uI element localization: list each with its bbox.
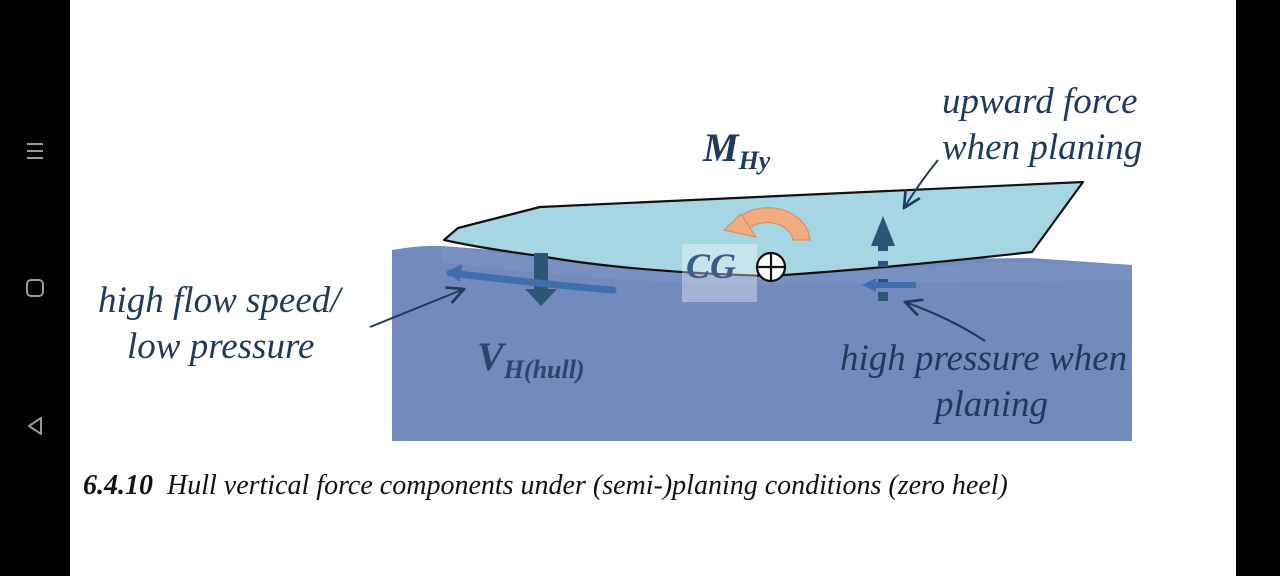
right-edge-strip — [1236, 0, 1280, 576]
water-surface-band — [442, 246, 1132, 285]
velocity-label: VH(hull) — [477, 334, 585, 384]
back-button[interactable] — [20, 411, 50, 441]
callout-upward — [904, 159, 939, 208]
menu-button[interactable] — [20, 136, 50, 166]
cg-symbol — [755, 251, 787, 283]
back-triangle-icon — [28, 417, 42, 435]
menu-icon — [27, 143, 43, 159]
upward-force-label-line2: when planing — [942, 127, 1143, 168]
moment-label: MHy — [703, 125, 771, 175]
flow-arrow — [446, 269, 617, 294]
hull-force-diagram: MHy CG upward force when planing high fl… — [70, 0, 1236, 576]
callout-flow — [369, 289, 464, 328]
callout-pressure — [905, 302, 986, 342]
water-region — [392, 245, 1132, 441]
cg-label: CG — [686, 246, 737, 286]
cg-highlight-box — [682, 244, 757, 302]
home-square-icon — [26, 279, 44, 297]
figure-caption: 6.4.10 Hull vertical force components und… — [83, 470, 1008, 502]
high-pressure-label-line1: high pressure when — [840, 338, 1128, 379]
home-button[interactable] — [20, 273, 50, 303]
flow-speed-label-line2: low pressure — [127, 326, 315, 367]
hull-shape — [442, 180, 1085, 278]
flow-speed-label-line1: high flow speed/ — [98, 280, 341, 321]
moment-arrow — [722, 207, 811, 241]
caption-number: 6.4.10 — [83, 470, 153, 501]
high-pressure-label-line2: planing — [935, 384, 1049, 425]
upward-force-label-line1: upward force — [942, 81, 1138, 122]
caption-text: Hull vertical force components under (se… — [167, 470, 1008, 501]
document-page: MHy CG upward force when planing high fl… — [70, 0, 1236, 576]
system-nav-bar — [0, 0, 70, 576]
diagram-graphic — [369, 159, 1132, 441]
